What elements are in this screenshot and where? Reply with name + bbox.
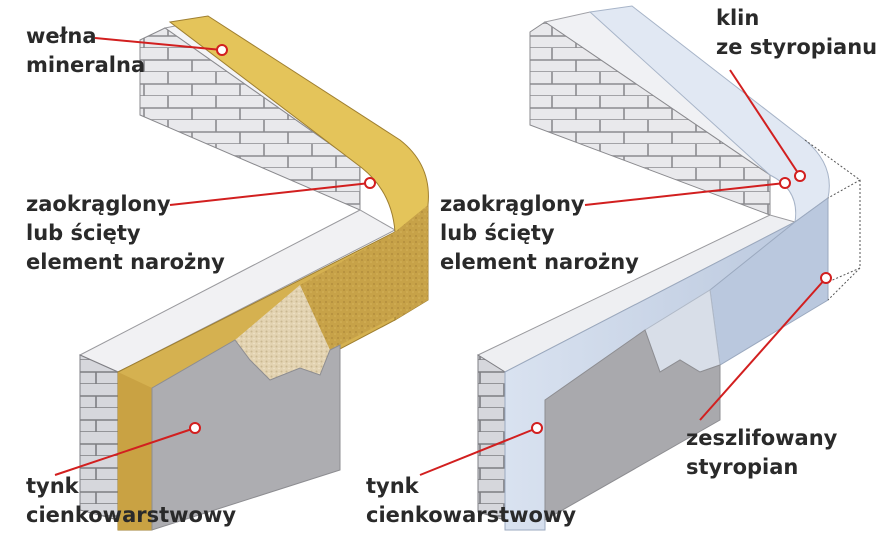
leader-wedge: [729, 69, 801, 177]
label-ground-styrofoam-line-2: styropian: [686, 455, 799, 479]
thin-plaster-front: [151, 339, 341, 531]
label-right-thin-plaster-line-2: cienkowarstwowy: [366, 503, 577, 527]
label-mineral-wool-line-1: wełna: [26, 24, 97, 48]
leader-left-plaster: [54, 427, 196, 476]
right-wall-model: [476, 5, 861, 531]
mineral-wool-outer: [300, 205, 428, 350]
marker-left-plaster: [189, 422, 201, 434]
label-mineral-wool: wełna mineralna: [26, 22, 145, 80]
leader-right-corner: [584, 182, 786, 206]
label-left-rounded-corner-line-1: zaokrąglony: [26, 192, 171, 216]
label-left-rounded-corner-line-2: lub ścięty: [26, 221, 141, 245]
label-right-thin-plaster-line-1: tynk: [366, 474, 419, 498]
label-left-thin-plaster: tynk cienkowarstwowy: [26, 472, 236, 530]
label-right-rounded-corner-line-2: lub ścięty: [440, 221, 555, 245]
label-left-rounded-corner: zaokrąglony lub ścięty element narożny: [26, 190, 225, 277]
label-right-thin-plaster: tynk cienkowarstwowy: [366, 472, 576, 530]
marker-left-corner: [364, 177, 376, 189]
label-ground-styrofoam-line-1: zeszlifowany: [686, 426, 838, 450]
label-left-thin-plaster-line-1: tynk: [26, 474, 79, 498]
label-right-rounded-corner: zaokrąglony lub ścięty element narożny: [440, 190, 639, 277]
left-upper-wall-face: [139, 27, 361, 211]
marker-right-plaster: [531, 422, 543, 434]
right-thin-plaster-front: [544, 329, 721, 521]
marker-wedge: [794, 170, 806, 182]
label-right-rounded-corner-line-3: element narożny: [440, 250, 639, 274]
label-mineral-wool-line-2: mineralna: [26, 53, 146, 77]
leader-ground-styrofoam: [699, 277, 827, 421]
label-right-rounded-corner-line-1: zaokrąglony: [440, 192, 585, 216]
leader-right-plaster: [419, 427, 538, 476]
leader-lines: [54, 37, 832, 476]
label-styrofoam-wedge: klin ze styropianu: [716, 4, 877, 62]
adhesive-layer: [235, 285, 330, 380]
right-upper-wall-face: [529, 21, 771, 216]
marker-right-corner: [779, 177, 791, 189]
label-styrofoam-wedge-line-1: klin: [716, 6, 760, 30]
label-ground-styrofoam: zeszlifowany styropian: [686, 424, 837, 482]
leader-mineral-wool: [94, 37, 223, 51]
leader-left-corner: [169, 182, 371, 206]
label-styrofoam-wedge-line-2: ze styropianu: [716, 35, 878, 59]
label-left-rounded-corner-line-3: element narożny: [26, 250, 225, 274]
styrofoam-wedge-outline: [804, 139, 861, 301]
marker-ground-styrofoam: [820, 272, 832, 284]
marker-mineral-wool: [216, 44, 228, 56]
left-wall-model: [78, 15, 429, 531]
mineral-wool-edge: [118, 372, 152, 530]
label-left-thin-plaster-line-2: cienkowarstwowy: [26, 503, 237, 527]
